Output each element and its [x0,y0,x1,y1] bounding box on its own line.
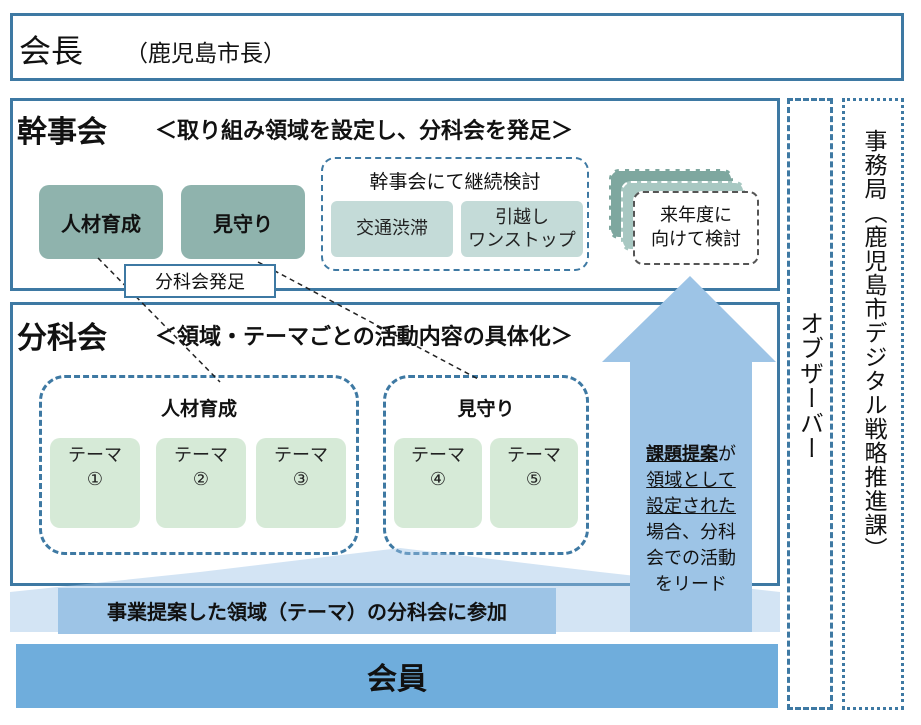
kanji-description: ＜取り組み領域を設定し、分科会を発足＞ [155,119,574,144]
kanji-box-jinzai: 人材育成 [39,185,163,259]
continue-item-moving-line1: 引越し [495,206,549,228]
observer-column: オブザーバー [787,98,833,710]
theme-3-label: テーマ [274,445,328,466]
continue-item-traffic: 交通渋滞 [331,201,453,257]
bunka-group-jinzai: 人材育成 テーマ ① テーマ ② テーマ ③ [39,375,359,555]
theme-2: テーマ ② [156,438,246,528]
next-year-card-front: 来年度に 向けて検討 [633,191,759,265]
theme-4-number: ④ [429,469,447,491]
next-year-line1: 来年度に [660,204,732,226]
theme-1: テーマ ① [50,438,140,528]
lead-line3: 設定された [646,496,736,518]
theme-5-label: テーマ [507,445,561,466]
continue-item-traffic-label: 交通渋滞 [356,218,428,240]
theme-4-label: テーマ [411,445,465,466]
members-label: 会員 [367,662,427,697]
lead-line1-tail: が [718,444,736,465]
connector-mimamori [257,261,481,381]
kanji-title: 幹事会 [17,115,107,150]
theme-5: テーマ ⑤ [490,438,578,528]
kanji-panel: 幹事会 ＜取り組み領域を設定し、分科会を発足＞ 人材育成 見守り 幹事会にて継続… [10,98,780,291]
theme-2-label: テーマ [174,445,228,466]
continue-review-title: 幹事会にて継続検討 [369,171,541,193]
lead-arrow-text: 課題提案が 領域として 設定された 場合、分科 会での活動 をリード [630,442,752,599]
theme-1-label: テーマ [68,445,122,466]
theme-4: テーマ ④ [394,438,482,528]
office-label: 事務局（鹿児島市デジタル戦略推進課） [860,129,886,561]
kanji-box-mimamori-label: 見守り [213,211,273,236]
continue-item-moving: 引越し ワンストップ [461,201,583,257]
theme-3-number: ③ [292,469,310,491]
office-column: 事務局（鹿児島市デジタル戦略推進課） [842,98,904,710]
observer-label: オブザーバー [795,311,824,461]
launch-label: 分科会発足 [155,272,245,293]
theme-5-number: ⑤ [525,469,543,491]
chairman-subtitle: （鹿児島市長） [125,41,286,67]
theme-3: テーマ ③ [256,438,346,528]
chairman-title: 会長 [19,32,84,70]
bunka-description: ＜領域・テーマごとの活動内容の具体化＞ [155,325,573,350]
lead-line5: 会での活動 [646,548,736,570]
bunka-group-jinzai-label: 人材育成 [160,398,237,420]
next-year-stack: 来年度に 向けて検討 [609,169,769,273]
theme-1-number: ① [86,469,104,491]
kanji-box-jinzai-label: 人材育成 [61,211,141,236]
next-year-line2: 向けて検討 [651,229,741,250]
lead-line2: 領域として [646,470,736,492]
launch-label-box: 分科会発足 [124,264,276,298]
members-bar: 会員 [16,644,778,708]
lead-line4: 場合、分科 [646,522,736,544]
continue-item-moving-line2: ワンストップ [468,230,576,251]
continue-review-group: 幹事会にて継続検討 交通渋滞 引越し ワンストップ [321,157,589,271]
bunka-title: 分科会 [17,321,107,356]
bunka-group-mimamori: 見守り テーマ ④ テーマ ⑤ [383,375,589,555]
chairman-box: 会長 （鹿児島市長） [10,13,904,81]
participate-label: 事業提案した領域（テーマ）の分科会に参加 [107,600,507,624]
kanji-box-mimamori: 見守り [181,185,305,259]
lead-line6: をリード [655,574,727,596]
connector-jinzai [97,257,221,383]
theme-2-number: ② [192,469,210,491]
bunka-group-mimamori-label: 見守り [457,398,515,420]
lead-line1-bold: 課題提案 [646,444,718,465]
